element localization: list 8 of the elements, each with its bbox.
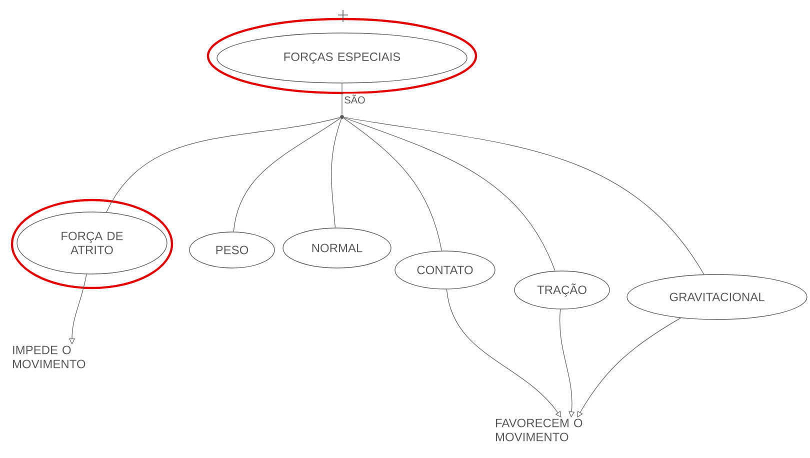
connector-line — [331, 118, 342, 228]
connector-line — [233, 118, 340, 232]
concept-text: IMPEDE O MOVIMENTO — [13, 346, 86, 368]
connector-line — [344, 117, 556, 272]
edge-label: SÃO — [343, 94, 366, 104]
connector-line — [344, 117, 704, 275]
connector-line — [344, 118, 442, 251]
concept-text: FAVORECEM O MOVIMENTO — [496, 418, 582, 442]
